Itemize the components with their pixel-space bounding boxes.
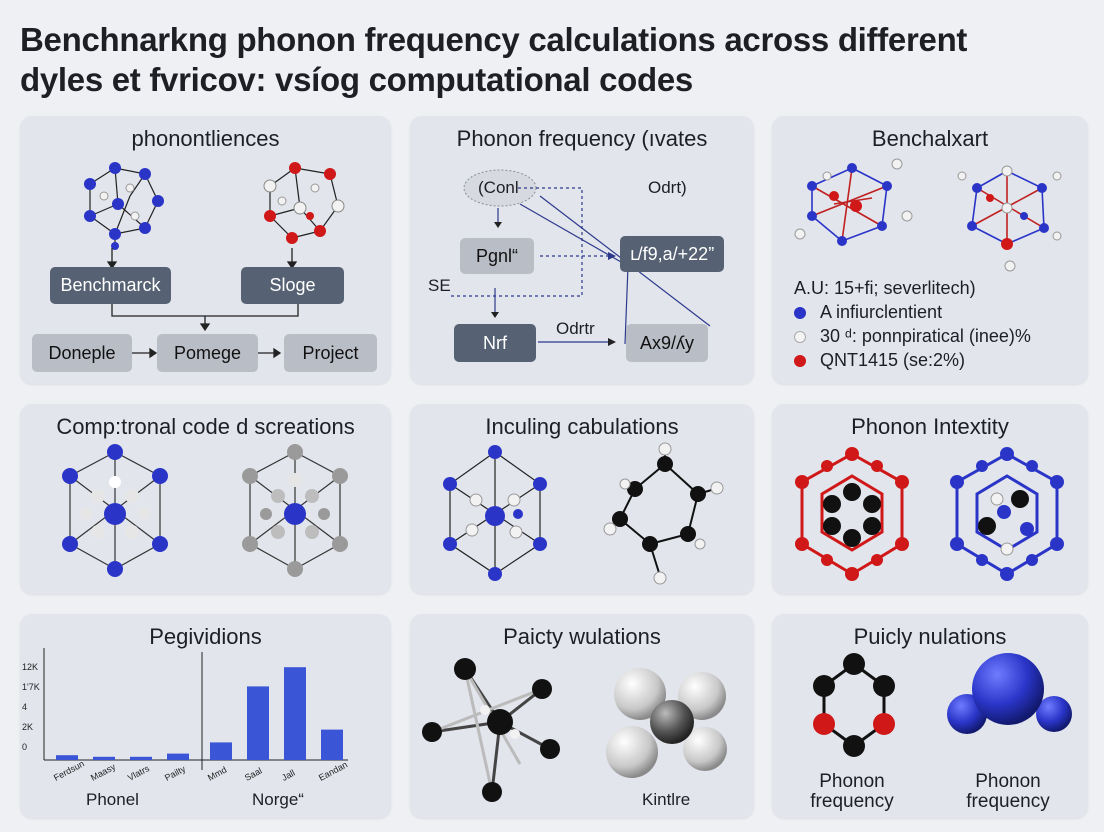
legend-header: A.U: 15+fi; severlitech) — [794, 278, 976, 298]
molecule-models — [813, 653, 1072, 757]
legend-item: A infiurclentient — [794, 302, 942, 323]
blue-atoms — [84, 162, 164, 250]
arrow-label: Odrtr — [556, 319, 595, 338]
flow-diagram — [450, 169, 711, 346]
blue-hex-atoms — [950, 447, 1064, 581]
bar — [247, 686, 269, 760]
left-cage-bonds — [811, 167, 888, 242]
intensity-structures — [795, 447, 1064, 581]
odrt-label: Odrt) — [648, 178, 687, 197]
blue-molecule — [89, 167, 159, 246]
title-line-1: Benchnarkng phonon frequency calculation… — [20, 21, 968, 58]
panel-inculing-cabulations: Inculing cabulations — [410, 404, 754, 594]
group-label-right: Norge“ — [252, 790, 304, 809]
group-label-left: Phonel — [86, 790, 139, 809]
page-title: Benchnarkng phonon frequency calculation… — [20, 20, 1080, 100]
panel-puicly-nulations: Puicly nulations Phonon frequency Phonon… — [772, 614, 1088, 818]
project-button[interactable]: Project — [284, 334, 377, 372]
y-tick-label: 12K — [22, 662, 39, 672]
panel-title: Puicly nulations — [853, 624, 1007, 649]
panel-caption: Kintlre — [642, 790, 691, 809]
bar — [130, 756, 152, 760]
sloge-button[interactable]: Sloge — [241, 267, 344, 304]
panel-phonon-intextity: Phonon Intextity — [772, 404, 1088, 594]
legend-label: 30 ᵈ: ponnpiratical (inee)% — [820, 326, 1031, 346]
simulation-structures — [422, 658, 727, 802]
red-hex-lattice — [800, 452, 904, 576]
legend-label: QNT1415 (se:2%) — [820, 350, 966, 370]
panel-title: Benchalxart — [871, 126, 989, 151]
left-crystal-atoms — [62, 444, 168, 577]
panel-title: Paicty wulations — [503, 624, 661, 649]
chart-title: Pegividions — [149, 624, 262, 649]
benchmark-button[interactable]: Benchmarck — [50, 267, 171, 304]
doneple-button[interactable]: Doneple — [32, 334, 132, 372]
ring-bonds — [822, 662, 886, 748]
nrf-node[interactable]: Nrf — [454, 324, 536, 362]
red-hex-atoms — [795, 447, 909, 581]
bar — [210, 742, 232, 760]
benchmark-molecules — [794, 158, 1062, 272]
panel-computational-code: Comp:tronal code d screations — [20, 404, 391, 594]
panel-phonon-frequency: Phonon frequency (ıvates (Conl Odrt) Pgn… — [410, 116, 754, 384]
calculation-structures — [443, 442, 724, 585]
se-label: SE — [428, 276, 451, 295]
bar — [93, 756, 115, 760]
ring-atoms — [813, 653, 895, 757]
value-node[interactable]: ւ/f9,a/+22” — [620, 236, 724, 272]
workflow-diagram — [84, 162, 345, 359]
bar — [56, 755, 78, 760]
legend-label: A infiurclentient — [820, 302, 943, 322]
bar-chart — [43, 648, 348, 770]
cloud-label: (Conl — [478, 178, 519, 197]
crystal-structures — [62, 444, 348, 577]
red-atoms — [263, 162, 345, 244]
panel-paicty-wulations: Paicty wulations Kintlre — [410, 614, 754, 818]
panel-title: Comp:tronal code d screations — [56, 414, 355, 439]
y-tick-label: 0 — [22, 742, 28, 752]
right-cage-atoms — [957, 165, 1062, 272]
bar — [284, 667, 306, 760]
right-crystal-atoms — [242, 444, 348, 577]
bar — [321, 729, 343, 760]
panel-title: Inculing cabulations — [485, 414, 679, 439]
y-tick-label: 1'7K — [22, 682, 40, 692]
ax-node[interactable]: Ax9/ʎy — [626, 324, 708, 362]
workflow-arrows — [106, 248, 299, 359]
panel-title: Phonon Intextity — [851, 414, 1009, 439]
stick-model-atoms — [422, 658, 560, 802]
y-tick-label: 4 — [22, 702, 28, 712]
legend-swatch-red — [794, 354, 806, 367]
legend-swatch-blue — [794, 306, 806, 319]
left-cage-atoms — [794, 158, 913, 246]
right-structure-atoms — [603, 442, 724, 585]
panel-benchalxart: Benchalxart — [772, 116, 1088, 384]
pomege-button[interactable]: Pomege — [157, 334, 258, 372]
caption-left: Phonon frequency — [810, 771, 894, 812]
caption-right: Phonon frequency — [966, 771, 1050, 812]
pgnl-node[interactable]: Pgnl“ — [460, 238, 534, 274]
y-tick-label: 2K — [22, 722, 34, 732]
left-structure-atoms — [443, 445, 547, 581]
legend-swatch-white — [794, 330, 806, 343]
bar — [167, 753, 189, 760]
blue-sphere-model — [947, 653, 1072, 734]
title-line-2: dyles et fvricov: vsíog computational co… — [20, 61, 693, 98]
panel-phonontliences: phonontliences — [20, 116, 391, 384]
space-filling-model — [606, 668, 727, 778]
legend-item: QNT1415 (se:2%) — [794, 350, 965, 371]
legend-item: 30 ᵈ: ponnpiratical (inee)% — [794, 326, 1031, 347]
panel-title: Phonon frequency (ıvates — [456, 126, 708, 151]
panel-title: phonontliences — [131, 126, 280, 151]
